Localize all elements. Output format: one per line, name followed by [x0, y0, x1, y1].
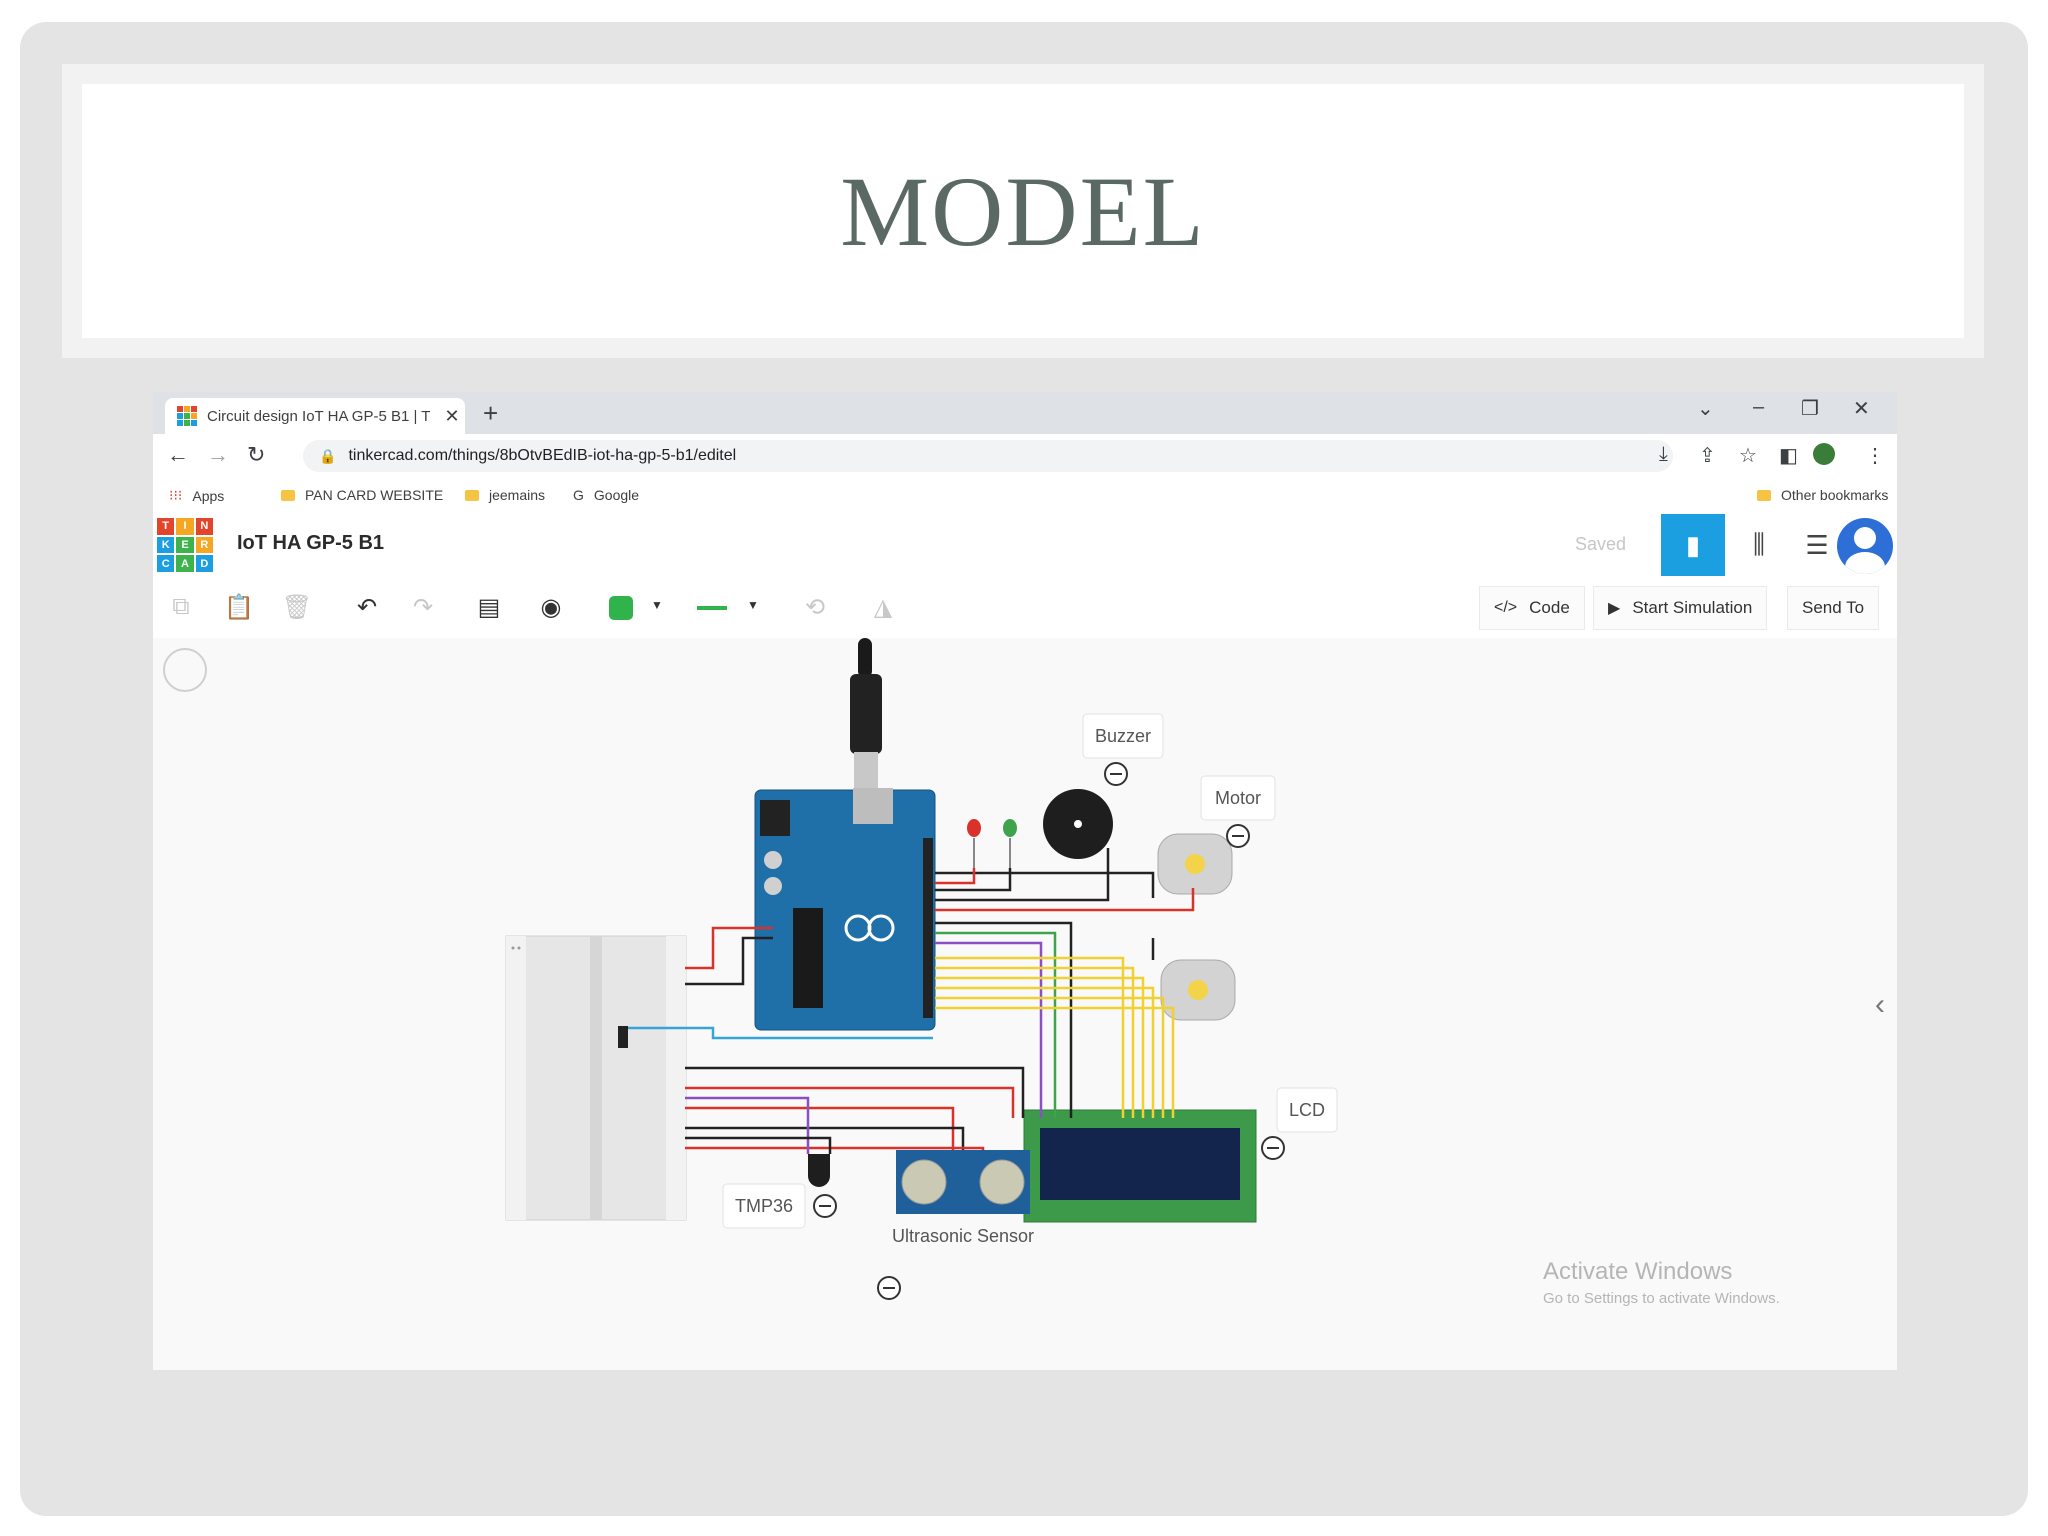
rotate-icon[interactable]: ⟲: [804, 593, 826, 621]
bookmark-pan-card[interactable]: PAN CARD WEBSITE: [281, 487, 443, 503]
new-tab-button[interactable]: +: [483, 398, 499, 428]
app-header: T I N K E R C A D IoT HA GP-5 B1 Saved ▮…: [153, 514, 1897, 577]
share-icon[interactable]: ⇪: [1699, 445, 1716, 467]
bookmark-jeemains[interactable]: jeemains: [465, 487, 545, 503]
folder-icon: [281, 489, 295, 501]
lcd-display: [1023, 1109, 1257, 1223]
screenshot: Circuit design IoT HA GP-5 B1 | T ✕ + ⌄ …: [153, 392, 1897, 1370]
motor-label: Motor: [1215, 788, 1261, 808]
list-icon: ☰: [1805, 529, 1829, 560]
lcd-label: LCD: [1289, 1100, 1325, 1120]
note-visibility-icon[interactable]: ◉: [540, 593, 562, 621]
install-icon[interactable]: ⤓: [1659, 443, 1668, 465]
folder-icon: [465, 489, 479, 501]
editor-toolbar: ⧉ 📋 🗑 ↶ ↷ ▤ ◉ ▼ ▼ ⟲ ◮ </> Code ▶ Start S…: [153, 576, 1897, 639]
redo-icon[interactable]: ↷: [412, 593, 434, 621]
arduino-board: [754, 788, 936, 1031]
close-window-icon[interactable]: ✕: [1853, 398, 1870, 420]
ultrasonic-label: Ultrasonic Sensor: [892, 1226, 1034, 1246]
start-simulation-button[interactable]: ▶ Start Simulation: [1593, 586, 1768, 630]
play-icon: ▶: [1608, 600, 1621, 617]
saved-status: Saved: [1575, 534, 1627, 554]
google-icon: G: [573, 487, 584, 503]
side-panel-icon[interactable]: ◧: [1779, 445, 1798, 467]
tmp36-label: TMP36: [735, 1196, 793, 1216]
fit-view-icon[interactable]: [163, 648, 207, 692]
chevron-down-icon[interactable]: ▼: [747, 598, 759, 612]
chevron-down-icon[interactable]: ▼: [651, 598, 663, 612]
circuit-diagram: Buzzer Motor LCD TMP36 Ultrasonic S: [505, 638, 1338, 1300]
breadboard: [505, 935, 687, 1221]
undo-icon[interactable]: ↶: [356, 593, 378, 621]
folder-icon: [1757, 489, 1771, 501]
schematic-view-button[interactable]: ⫼: [1727, 514, 1791, 576]
send-to-button[interactable]: Send To: [1787, 586, 1880, 630]
lock-icon: 🔒: [319, 447, 337, 464]
ultrasonic-sensor: [896, 1150, 1030, 1214]
title-frame: MODEL: [62, 64, 1984, 358]
browser-tab[interactable]: Circuit design IoT HA GP-5 B1 | T ✕: [165, 398, 465, 434]
browser-nav-bar: ← → ↻ 🔒 tinkercad.com/things/8bOtvBEdIB-…: [153, 434, 1897, 479]
bookmarks-bar: ⁝⁝⁝ Apps PAN CARD WEBSITE jeemains G Goo…: [153, 478, 1897, 515]
windows-watermark-title: Activate Windows: [1543, 1258, 1733, 1285]
motor-1: [1157, 833, 1233, 895]
title-box: MODEL: [82, 84, 1964, 338]
back-arrow-icon[interactable]: ←: [167, 442, 189, 467]
circuit-view-button[interactable]: ▮: [1661, 514, 1725, 576]
component-list-button[interactable]: ☰: [1785, 514, 1849, 576]
wire-type-swatch[interactable]: [697, 606, 727, 610]
restore-icon[interactable]: ❐: [1801, 398, 1819, 420]
code-icon: </>: [1494, 599, 1518, 616]
address-bar[interactable]: 🔒 tinkercad.com/things/8bOtvBEdIB-iot-ha…: [303, 440, 1673, 472]
schematic-icon: ⫼: [1753, 529, 1765, 559]
notes-icon[interactable]: ▤: [477, 593, 501, 621]
url-text: tinkercad.com/things/8bOtvBEdIB-iot-ha-g…: [348, 447, 737, 464]
tinkercad-logo[interactable]: T I N K E R C A D: [157, 518, 213, 572]
tinkercad-favicon-icon: [177, 406, 197, 426]
minimize-icon[interactable]: –: [1753, 396, 1765, 418]
slide: MODEL Circuit design IoT HA GP-5 B1 | T …: [20, 22, 2028, 1516]
delete-icon[interactable]: 🗑: [281, 593, 313, 621]
tab-search-icon[interactable]: ⌄: [1697, 398, 1714, 420]
bookmark-google[interactable]: G Google: [573, 487, 640, 503]
slide-title: MODEL: [840, 155, 1206, 267]
tab-title: Circuit design IoT HA GP-5 B1 | T: [207, 407, 431, 425]
reload-icon[interactable]: ↻: [247, 442, 266, 467]
design-name[interactable]: IoT HA GP-5 B1: [237, 532, 385, 554]
flip-icon[interactable]: ◮: [873, 593, 893, 621]
paste-icon[interactable]: 📋: [224, 593, 254, 621]
menu-icon[interactable]: ⋮: [1865, 445, 1885, 467]
forward-arrow-icon[interactable]: →: [207, 442, 229, 467]
chevron-left-icon[interactable]: ‹: [1875, 988, 1885, 1021]
windows-watermark-subtitle: Go to Settings to activate Windows.: [1543, 1290, 1780, 1307]
buzzer: [1043, 789, 1113, 859]
copy-icon[interactable]: ⧉: [172, 593, 190, 620]
browser-tab-bar: Circuit design IoT HA GP-5 B1 | T ✕ + ⌄ …: [153, 392, 1897, 434]
profile-avatar-icon[interactable]: [1813, 443, 1835, 471]
green-led: [1003, 819, 1017, 868]
tab-close-icon[interactable]: ✕: [444, 405, 460, 426]
red-led: [967, 819, 981, 868]
tmp36-sensor: [808, 1154, 830, 1187]
code-button[interactable]: </> Code: [1479, 586, 1585, 630]
chip-icon: ▮: [1685, 529, 1701, 560]
star-icon[interactable]: ☆: [1739, 445, 1757, 467]
color-picker-swatch[interactable]: [609, 596, 633, 620]
bookmark-apps[interactable]: ⁝⁝⁝ Apps: [169, 487, 225, 504]
circuit-canvas[interactable]: Buzzer Motor LCD TMP36 Ultrasonic S: [153, 638, 1897, 1370]
buzzer-label: Buzzer: [1095, 726, 1151, 746]
apps-grid-icon: ⁝⁝⁝: [169, 487, 183, 503]
other-bookmarks[interactable]: Other bookmarks: [1757, 487, 1888, 503]
motor-2: [1160, 959, 1236, 1021]
user-avatar[interactable]: [1837, 518, 1893, 574]
